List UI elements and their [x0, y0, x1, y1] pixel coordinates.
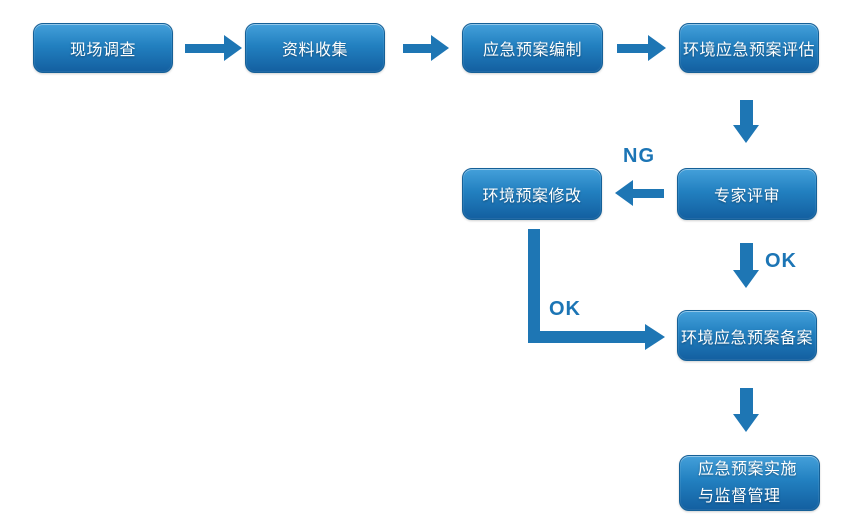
arrow-down-icon — [733, 100, 759, 143]
arrow-right-icon — [403, 35, 449, 61]
arrow-shaft — [617, 43, 650, 53]
edge-label-ok-elbow: OK — [549, 298, 581, 320]
arrow-head-icon — [615, 180, 633, 206]
arrow-head-icon — [648, 35, 666, 61]
node-plan-evaluation: 环境应急预案评估 — [679, 23, 819, 73]
arrow-shaft — [739, 100, 753, 127]
arrow-right-icon — [617, 35, 666, 61]
edge-label-ok-down: OK — [765, 250, 797, 272]
arrow-shaft — [739, 243, 753, 272]
node-data-collection: 资料收集 — [245, 23, 385, 73]
node-plan-revision: 环境预案修改 — [462, 168, 602, 220]
arrow-head-icon — [645, 324, 665, 350]
arrow-head-icon — [224, 35, 242, 61]
arrow-head-icon — [733, 125, 759, 143]
arrow-shaft — [403, 43, 433, 53]
arrow-right-icon — [185, 35, 242, 61]
node-site-investigation: 现场调查 — [33, 23, 173, 73]
arrow-left-icon — [615, 180, 664, 206]
edge-label-ng: NG — [623, 145, 655, 167]
node-plan-filing: 环境应急预案备案 — [677, 310, 817, 361]
arrow-down-icon — [733, 243, 759, 288]
arrow-head-icon — [431, 35, 449, 61]
elbow-horizontal-line — [528, 331, 645, 343]
arrow-shaft — [631, 188, 664, 198]
node-plan-implementation: 应急预案实施 与监督管理 — [679, 455, 820, 511]
node-expert-review: 专家评审 — [677, 168, 817, 220]
arrow-shaft — [185, 43, 226, 53]
arrow-down-icon — [733, 388, 759, 432]
elbow-vertical-line — [528, 229, 540, 343]
arrow-head-icon — [733, 414, 759, 432]
arrow-head-icon — [733, 270, 759, 288]
node-plan-compilation: 应急预案编制 — [462, 23, 603, 73]
arrow-shaft — [739, 388, 753, 416]
